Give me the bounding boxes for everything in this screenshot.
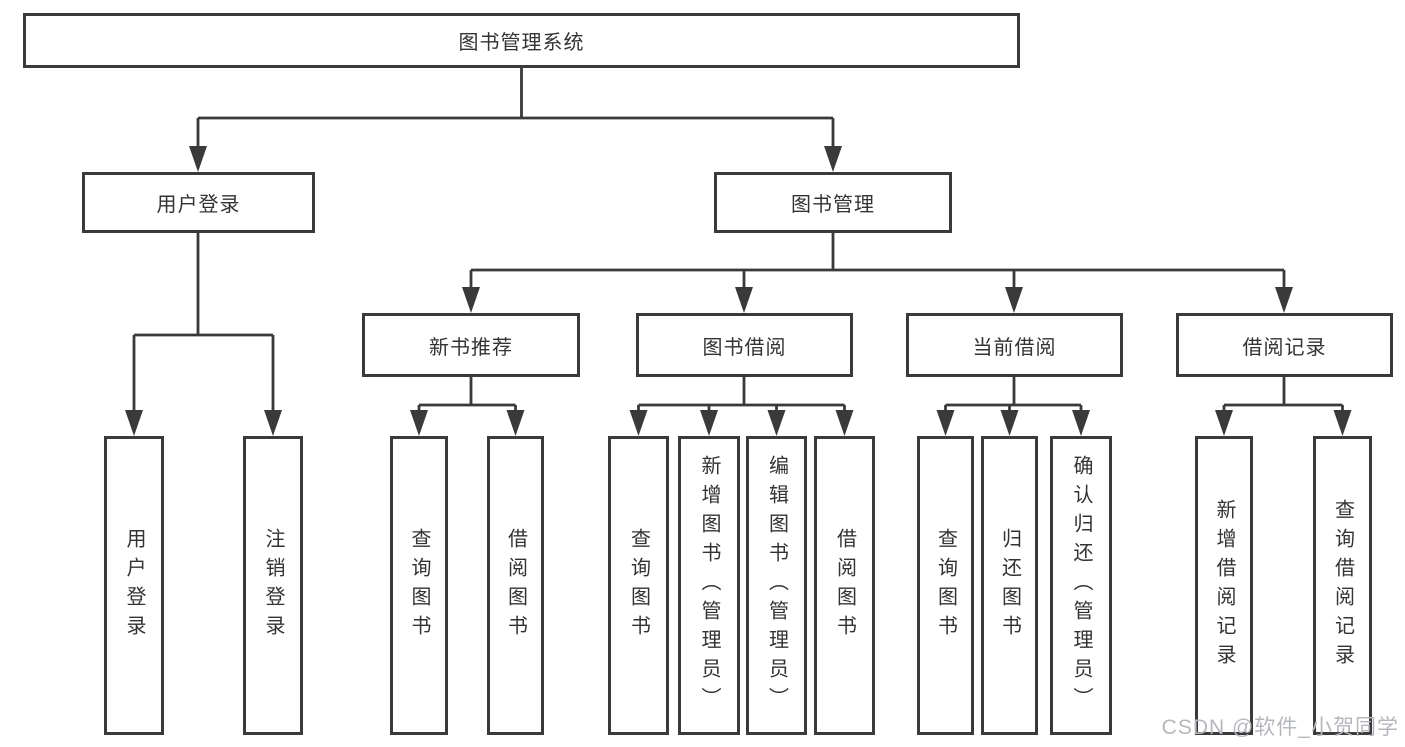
arrowheads (125, 146, 1352, 436)
leaf-bb-query-books: 查询图书 (608, 436, 669, 735)
connector-book-management (469, 233, 1286, 289)
node-book-borrow-label: 图书借阅 (702, 336, 787, 359)
leaf-nbr-borrow-books-label: 借阅图书 (504, 527, 527, 644)
node-book-management-label: 图书管理 (791, 194, 875, 216)
node-user-login: 用户登录 (82, 172, 315, 233)
node-new-book-recommend: 新书推荐 (362, 313, 580, 377)
leaf-logout-label: 注销登录 (262, 527, 284, 644)
leaf-nbr-query-books-label: 查询图书 (408, 527, 430, 644)
leaf-user-login-label: 用户登录 (123, 527, 145, 644)
connector-new-book-recommend (417, 377, 517, 412)
leaf-nbr-borrow-books: 借阅图书 (487, 436, 544, 735)
leaf-bb-edit-books-admin: 编辑图书（管理员） (746, 436, 807, 735)
node-borrow-records: 借阅记录 (1176, 313, 1393, 377)
node-user-login-label: 用户登录 (156, 194, 241, 216)
connector-book-borrow (637, 377, 846, 412)
connector-user-login (132, 233, 275, 412)
leaf-logout: 注销登录 (243, 436, 303, 735)
leaf-bb-borrow-books: 借阅图书 (814, 436, 875, 735)
node-book-borrow: 图书借阅 (636, 313, 853, 377)
leaf-cb-return-books: 归还图书 (981, 436, 1038, 735)
node-new-book-recommend-label: 新书推荐 (429, 336, 513, 359)
node-current-borrow-label: 当前借阅 (972, 336, 1057, 359)
connector-root (196, 68, 835, 148)
leaf-cb-confirm-return-admin: 确认归还（管理员） (1050, 436, 1112, 735)
leaf-cb-query-books-label: 查询图书 (934, 527, 957, 644)
leaf-nbr-query-books: 查询图书 (390, 436, 448, 735)
node-current-borrow: 当前借阅 (906, 313, 1123, 377)
node-book-management: 图书管理 (714, 172, 952, 233)
leaf-cb-confirm-return-admin-label: 确认归还（管理员） (1070, 455, 1092, 716)
leaf-bb-borrow-books-label: 借阅图书 (833, 527, 856, 644)
csdn-watermark: CSDN @软件_小贺同学 (1161, 716, 1399, 739)
connector-borrow-records (1222, 377, 1344, 412)
leaf-br-query-record: 查询借阅记录 (1313, 436, 1372, 735)
leaf-br-add-record-label: 新增借阅记录 (1213, 498, 1235, 673)
leaf-cb-return-books-label: 归还图书 (998, 527, 1021, 644)
node-root: 图书管理系统 (23, 13, 1020, 68)
leaf-user-login: 用户登录 (104, 436, 164, 735)
leaf-bb-query-books-label: 查询图书 (627, 527, 650, 644)
leaf-br-query-record-label: 查询借阅记录 (1331, 498, 1354, 673)
leaf-bb-add-books-admin: 新增图书（管理员） (678, 436, 740, 735)
leaf-bb-add-books-admin-label: 新增图书（管理员） (698, 455, 720, 716)
leaf-cb-query-books: 查询图书 (917, 436, 974, 735)
node-borrow-records-label: 借阅记录 (1242, 336, 1327, 359)
node-root-label: 图书管理系统 (458, 32, 585, 54)
leaf-bb-edit-books-admin-label: 编辑图书（管理员） (765, 455, 788, 716)
connector-current-borrow (944, 377, 1083, 412)
leaf-br-add-record: 新增借阅记录 (1195, 436, 1253, 735)
